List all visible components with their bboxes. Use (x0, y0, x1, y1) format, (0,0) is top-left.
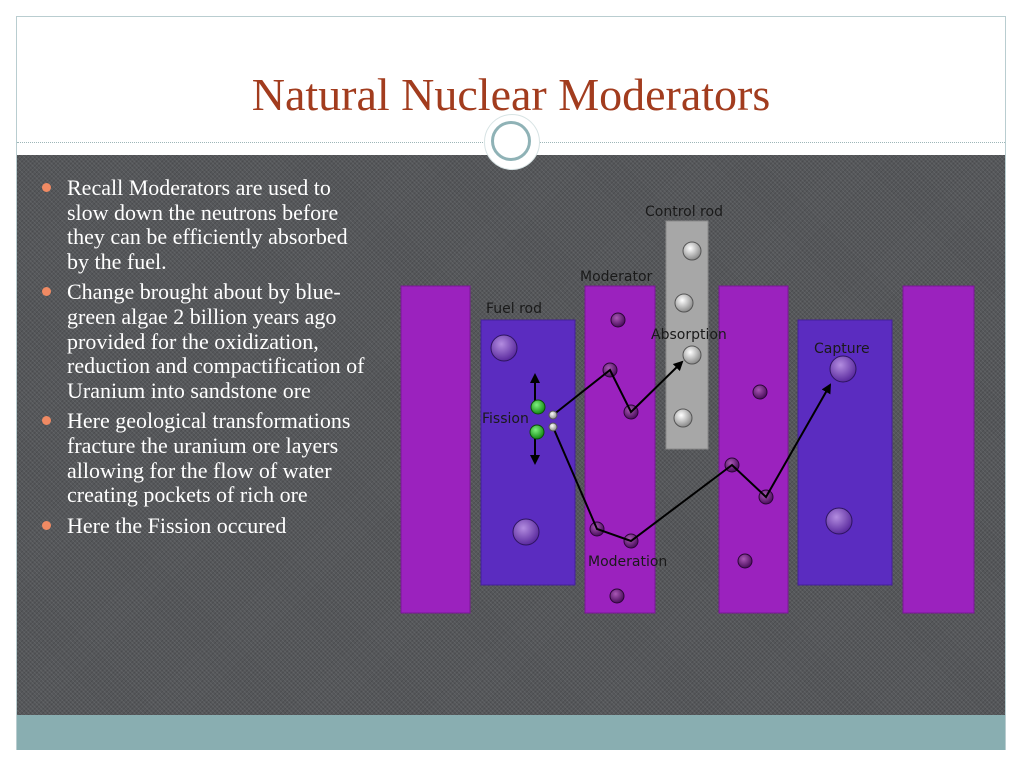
neutron (548, 422, 558, 432)
label-moderator: Moderator (580, 269, 653, 285)
label-moderation: Moderation (588, 554, 667, 570)
bullet-item: Here geological transformations fracture… (40, 409, 375, 507)
moderator-atom (609, 588, 625, 604)
bullet-text: Here the Fission occured (67, 512, 287, 538)
bullet-item: Change brought about by blue-green algae… (40, 280, 375, 403)
bullet-list: Recall Moderators are used to slow down … (40, 175, 375, 544)
absorber-atom (682, 241, 702, 261)
label-capture: Capture (814, 341, 870, 357)
footer-bar (17, 715, 1005, 750)
bullet-text: Change brought about by blue-green algae… (67, 279, 365, 403)
moderator-rod (400, 285, 471, 614)
moderator-atom (737, 553, 753, 569)
label-absorption: Absorption (651, 327, 727, 343)
fission-product (529, 424, 545, 440)
absorber-atom (673, 408, 693, 428)
uranium-atom (490, 334, 518, 362)
neutron (548, 410, 558, 420)
bullet-item: Here the Fission occured (40, 512, 375, 539)
uranium-atom (829, 355, 857, 383)
absorber-atom (674, 293, 694, 313)
neutron-path-absorption (552, 360, 684, 416)
moderator-rod (718, 285, 789, 614)
neutron-path-capture (552, 383, 831, 543)
moderator-rod (584, 285, 656, 614)
bullet-text: Recall Moderators are used to slow down … (67, 175, 348, 274)
uranium-atom (825, 507, 853, 535)
circle-ornament (484, 114, 540, 170)
bullet-text: Here geological transformations fracture… (67, 408, 351, 508)
label-control-rod: Control rod (645, 204, 723, 220)
bullet-icon (42, 183, 51, 192)
slide-title: Natural Nuclear Moderators (251, 69, 771, 120)
label-fuel-rod: Fuel rod (486, 301, 542, 317)
bullet-icon (42, 520, 51, 530)
fission-product (530, 399, 546, 415)
bullet-icon (42, 287, 51, 297)
bullet-icon (42, 416, 51, 426)
moderator-atom (752, 384, 768, 400)
reactor-diagram: Control rod Moderator Fuel rod Absorptio… (400, 204, 975, 614)
absorber-atom (682, 345, 702, 365)
bullet-item: Recall Moderators are used to slow down … (40, 175, 375, 274)
label-fission: Fission (482, 411, 529, 427)
uranium-atom (512, 518, 540, 546)
moderator-atom (610, 312, 626, 328)
moderator-rod (902, 285, 975, 614)
